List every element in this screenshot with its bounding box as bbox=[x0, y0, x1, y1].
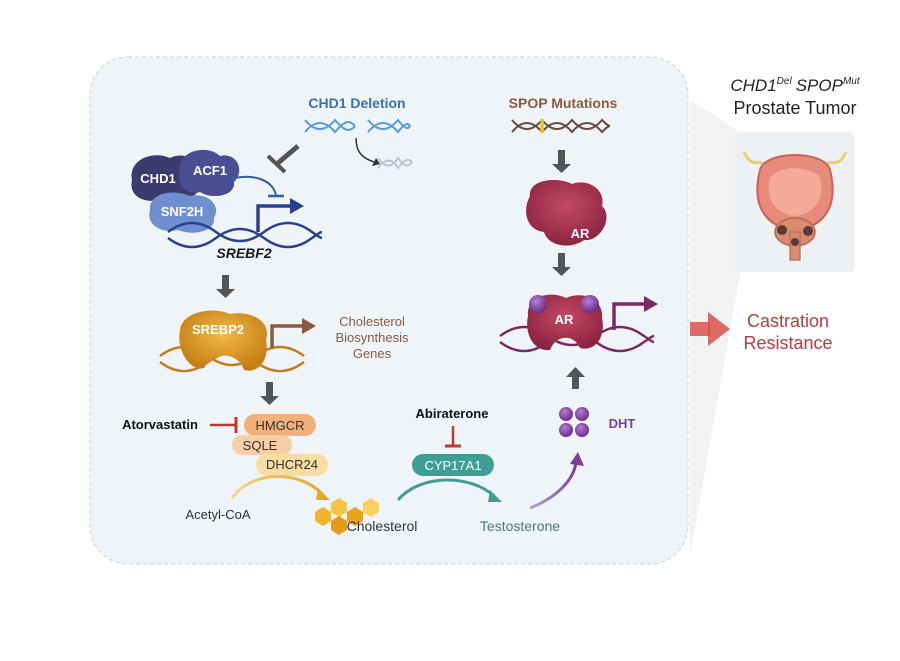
dht-label: DHT bbox=[609, 416, 636, 431]
testosterone-label: Testosterone bbox=[480, 518, 560, 534]
dht-conversion-arrowhead bbox=[570, 452, 584, 466]
srebf2-arrowhead bbox=[290, 198, 304, 214]
testosterone-arrowhead bbox=[488, 490, 502, 502]
chd1-label: CHD1 bbox=[140, 171, 175, 186]
sqle-pill bbox=[232, 435, 292, 455]
srebp2-protein bbox=[179, 310, 268, 371]
spop-dna-icon bbox=[511, 118, 611, 134]
ar-transcription-arrow bbox=[612, 302, 646, 330]
prostate-icon bbox=[742, 151, 848, 261]
dna-icon-small-1 bbox=[304, 118, 356, 134]
flow-arrow-2-head bbox=[260, 396, 279, 405]
srebf2-label: SREBF2 bbox=[216, 245, 271, 261]
snf2h-label: SNF2H bbox=[161, 204, 204, 219]
flow-arrow-1-head bbox=[216, 289, 235, 298]
ar-bound-label: AR bbox=[555, 312, 574, 327]
srebp2-label: SREBP2 bbox=[192, 322, 244, 337]
srebp2-arrowhead bbox=[302, 318, 316, 334]
castration-label: Castration bbox=[747, 311, 829, 331]
flow-arrow-4-shaft bbox=[558, 253, 565, 269]
target-genes-line3: Genes bbox=[353, 346, 392, 361]
ar-dht-ball-right bbox=[581, 295, 599, 313]
chd1-inhibit-bar bbox=[266, 154, 287, 174]
outcome-arrow-head bbox=[708, 312, 730, 346]
flow-arrow-4-head bbox=[552, 267, 571, 276]
flow-arrow-5-shaft bbox=[572, 375, 579, 389]
cholesterol-icon bbox=[315, 498, 379, 535]
cyp17a1-pill bbox=[412, 454, 494, 476]
ar-arrowhead bbox=[644, 296, 658, 312]
abiraterone-label: Abiraterone bbox=[416, 406, 489, 421]
target-genes-line2: Biosynthesis bbox=[336, 330, 409, 345]
spop-mutations-label: SPOP Mutations bbox=[509, 95, 618, 111]
dna-icon-small-2 bbox=[367, 118, 411, 134]
cholesterol-label: Cholesterol bbox=[347, 518, 418, 534]
flow-arrow-3-head bbox=[552, 164, 571, 173]
acetylcoa-arc bbox=[230, 475, 324, 499]
dht-conversion-arc bbox=[529, 461, 578, 510]
acf1-protein bbox=[179, 149, 240, 197]
ar-protein bbox=[526, 180, 607, 246]
ar-dht-ball-left bbox=[529, 295, 547, 313]
dhcr24-pill bbox=[256, 454, 328, 476]
srebf2-transcription-arrow bbox=[256, 204, 290, 232]
acetylcoa-label: Acetyl-CoA bbox=[185, 507, 250, 522]
chd1-inhibit-line bbox=[276, 144, 300, 165]
acetylcoa-arrowhead bbox=[316, 488, 330, 500]
flow-arrow-5-head bbox=[566, 367, 585, 377]
deletion-arrowhead bbox=[372, 158, 380, 166]
testosterone-arc bbox=[396, 478, 496, 502]
flow-arrow-1-shaft bbox=[222, 275, 229, 291]
ar-label: AR bbox=[571, 226, 590, 241]
hmgcr-label: HMGCR bbox=[255, 418, 304, 433]
dna-icon-deleted bbox=[377, 156, 413, 170]
flow-arrow-2-shaft bbox=[266, 382, 273, 398]
sqle-label: SQLE bbox=[243, 438, 278, 453]
target-genes-line1: Cholesterol bbox=[339, 314, 405, 329]
dht-icon bbox=[559, 407, 589, 437]
acf1-label: ACF1 bbox=[193, 163, 227, 178]
chd1-deletion-label: CHD1 Deletion bbox=[308, 95, 405, 111]
flow-arrow-3-shaft bbox=[558, 150, 565, 166]
srebp2-transcription-arrow bbox=[270, 324, 304, 348]
cyp17a1-label: CYP17A1 bbox=[424, 458, 481, 473]
outcome-arrow-shaft bbox=[690, 322, 710, 336]
hmgcr-pill bbox=[244, 414, 316, 436]
complex-activation-curve bbox=[227, 175, 277, 197]
resistance-label: Resistance bbox=[743, 333, 832, 353]
deletion-curve-arrow bbox=[355, 137, 375, 163]
tumor-title-line2: Prostate Tumor bbox=[733, 98, 856, 118]
dhcr24-label: DHCR24 bbox=[266, 457, 318, 472]
atorvastatin-label: Atorvastatin bbox=[122, 417, 198, 432]
srebf2-dna bbox=[167, 221, 323, 249]
